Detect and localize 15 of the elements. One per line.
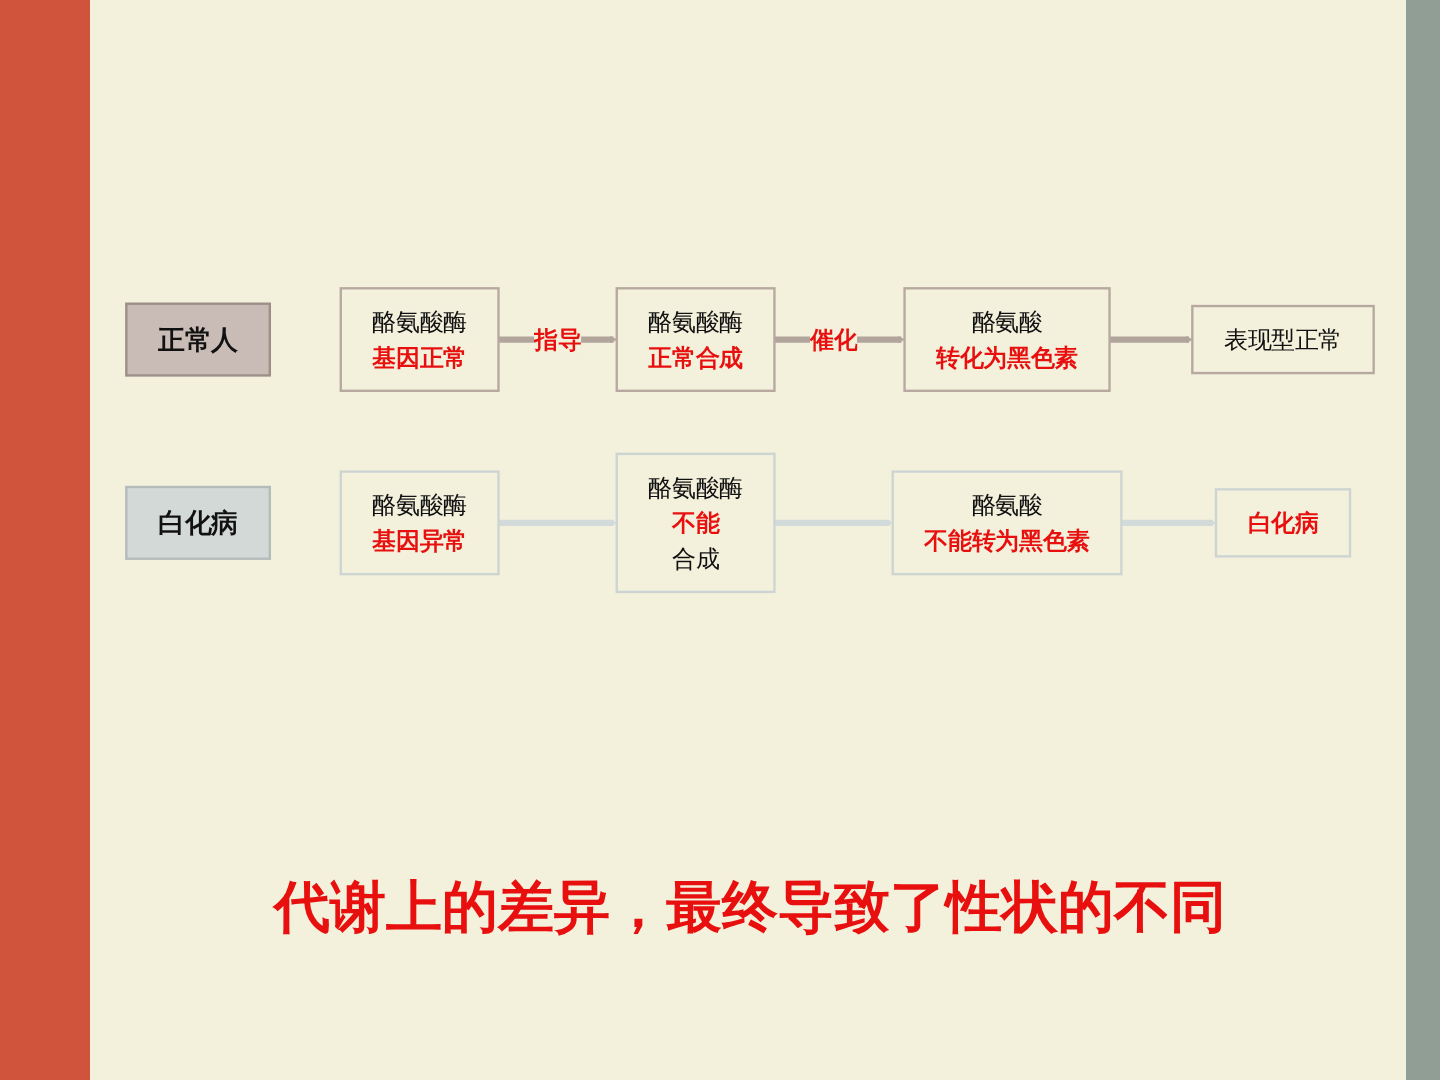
node-box bbox=[1191, 304, 1375, 375]
node-box bbox=[615, 452, 776, 593]
flow-diagram: 正常人 酪氨酸酶 基因正常 酪氨酸酶 正常合成 酪氨酸 转化为黑色素 表现型正常 白化病 酪氨酸酶 基因异常 酪氨酸酶 不能 合成 酪氨酸 不能转为黑色素 白化病 指导 催化 bbox=[120, 281, 1380, 599]
node-box bbox=[339, 287, 500, 392]
caption: 代谢上的差异，最终导致了性状的不同 bbox=[271, 873, 1227, 941]
node-box bbox=[125, 302, 271, 377]
edge-label: 指导 bbox=[533, 325, 582, 354]
node-box bbox=[615, 287, 776, 392]
node-box bbox=[125, 485, 271, 560]
node-box bbox=[339, 470, 500, 576]
node-box bbox=[1214, 488, 1352, 558]
arrow bbox=[1109, 336, 1193, 343]
edge-label: 催化 bbox=[809, 325, 858, 354]
node-box bbox=[903, 287, 1111, 392]
node-box bbox=[891, 470, 1123, 576]
